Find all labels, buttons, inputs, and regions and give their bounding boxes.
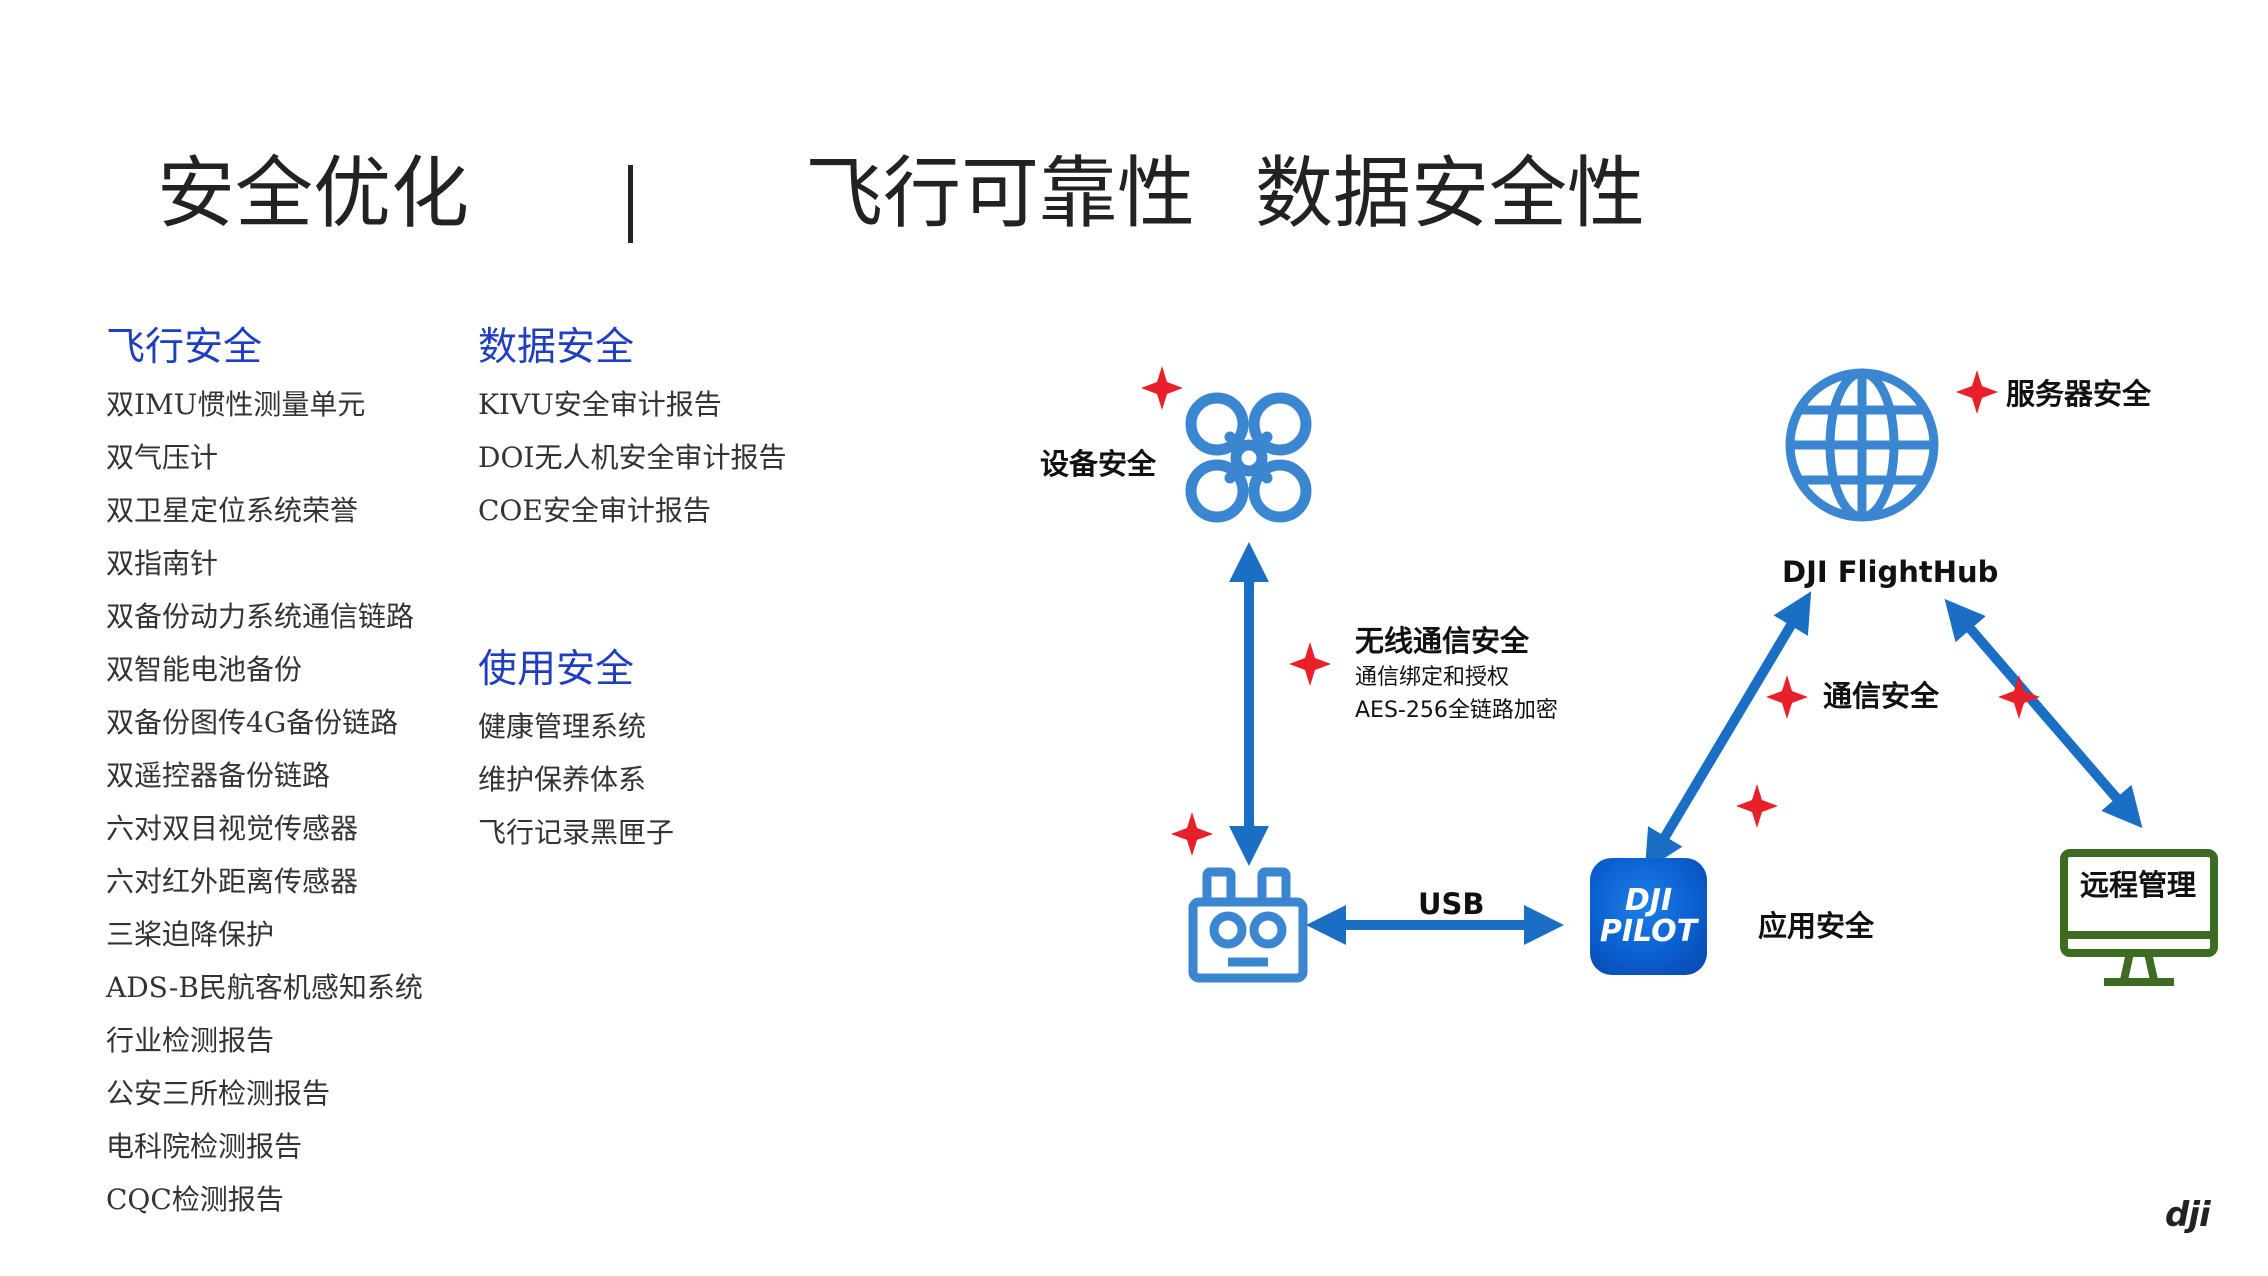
- list-item: ADS-B民航客机感知系统: [106, 971, 423, 1004]
- list-item: 双IMU惯性测量单元: [106, 388, 366, 421]
- list-item: 六对红外距离传感器: [106, 865, 359, 898]
- list-item: CQC检测报告: [106, 1183, 284, 1216]
- list-item: 维护保养体系: [478, 763, 647, 796]
- title-flight-reliability: 飞行可靠性: [805, 149, 1196, 239]
- title-divider: [628, 165, 633, 243]
- list-item: 健康管理系统: [478, 710, 647, 743]
- remote-management-label: 远程管理: [2080, 868, 2197, 902]
- arrow-pilot-flighthub: [1644, 591, 1812, 871]
- arrow-flighthub-remote: [1944, 598, 2143, 829]
- app-security-label: 应用安全: [1758, 909, 1875, 943]
- list-item: 双备份动力系统通信链路: [106, 600, 415, 633]
- title-data-security: 数据安全性: [1255, 149, 1646, 239]
- list-item: 三桨迫降保护: [106, 918, 275, 951]
- star-icon: [1998, 675, 2040, 719]
- list-item: COE安全审计报告: [478, 494, 711, 527]
- list-item: 双备份图传4G备份链路: [106, 706, 399, 739]
- list-item: 双指南针: [106, 547, 219, 580]
- list-item: 行业检测报告: [106, 1024, 275, 1057]
- star-icon: [1171, 812, 1213, 856]
- usb-label: USB: [1418, 887, 1485, 921]
- drone-icon: [1185, 392, 1312, 523]
- globe-icon: [1785, 368, 1939, 522]
- remote-controller-icon: [1188, 867, 1308, 983]
- flight-safety-heading: 飞行安全: [106, 325, 263, 370]
- list-item: DOI无人机安全审计报告: [478, 441, 787, 474]
- list-item: 六对双目视觉传感器: [106, 812, 359, 845]
- list-item: 公安三所检测报告: [106, 1077, 331, 1110]
- list-item: 飞行记录黑匣子: [478, 816, 675, 849]
- pilot-logo-text-line2: PILOT: [1599, 913, 1698, 949]
- list-item: 双智能电池备份: [106, 653, 303, 686]
- usage-safety-heading: 使用安全: [478, 647, 635, 692]
- list-item: KIVU安全审计报告: [478, 388, 722, 421]
- dji-logo: dji: [2165, 1195, 2211, 1235]
- wireless-security-label: 无线通信安全: [1355, 624, 1530, 658]
- star-icon: [1956, 370, 1998, 414]
- device-security-label: 设备安全: [1040, 447, 1157, 481]
- star-icon: [1141, 366, 1183, 410]
- wireless-detail-binding: 通信绑定和授权: [1355, 665, 1510, 690]
- data-safety-column: 数据安全 KIVU安全审计报告 DOI无人机安全审计报告 COE安全审计报告: [478, 318, 786, 537]
- star-icon: [1289, 642, 1331, 686]
- usage-safety-column: 使用安全 健康管理系统 维护保养体系 飞行记录黑匣子: [478, 640, 674, 859]
- star-icon: [1766, 675, 1808, 719]
- list-item: 双遥控器备份链路: [106, 759, 331, 792]
- list-item: 双气压计: [106, 441, 219, 474]
- server-security-label: 服务器安全: [2006, 377, 2152, 411]
- list-item: 双卫星定位系统荣誉: [106, 494, 359, 527]
- list-item: 电科院检测报告: [106, 1130, 303, 1163]
- monitor-icon: [2060, 849, 2218, 986]
- flight-safety-column: 飞行安全 双IMU惯性测量单元 双气压计 双卫星定位系统荣誉 双指南针 双备份动…: [106, 318, 423, 1226]
- pilot-logo-text-line1: DJI: [1624, 882, 1673, 918]
- flighthub-label: DJI FlightHub: [1782, 555, 1999, 589]
- dji-pilot-app-icon: DJI PILOT: [1590, 858, 1707, 975]
- page-title: 安全优化: [157, 149, 470, 239]
- wireless-detail-encryption: AES-256全链路加密: [1355, 698, 1558, 723]
- comm-security-label: 通信安全: [1823, 679, 1940, 713]
- data-safety-heading: 数据安全: [478, 325, 635, 370]
- star-icon: [1736, 784, 1778, 828]
